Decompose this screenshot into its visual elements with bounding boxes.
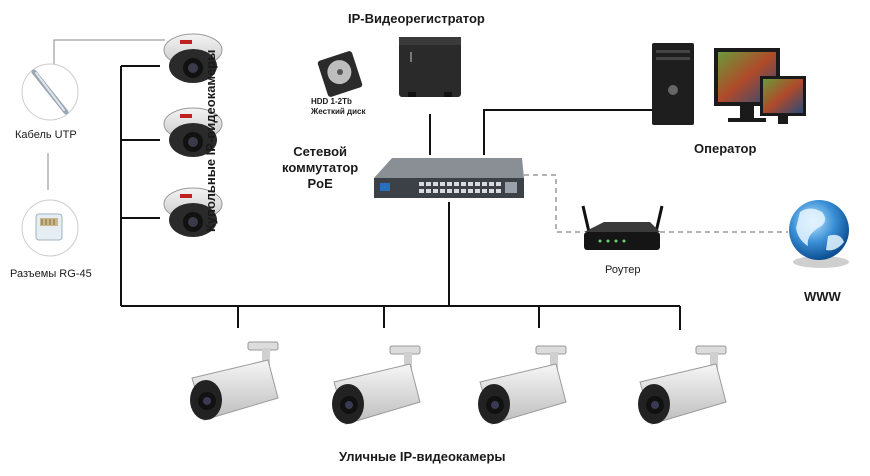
street-cameras-label: Уличные IP-видеокамеры <box>339 449 506 464</box>
www-label: WWW <box>804 289 841 304</box>
connectors-label: Разъемы RG-45 <box>10 268 92 280</box>
legend-lines <box>47 39 165 190</box>
bullet-camera-icon <box>478 345 567 425</box>
dvr-label: IP-Видеорегистратор <box>348 11 485 26</box>
connection-lines <box>120 65 681 330</box>
bullet-camera-icon <box>332 345 421 425</box>
bullet-camera-icon <box>638 345 727 425</box>
rj45-connector-icon <box>21 199 79 257</box>
hard-disk-icon <box>317 51 363 97</box>
dome-camera-icon <box>163 33 223 83</box>
dvr-icon <box>399 37 461 97</box>
operator-workstation-icon <box>652 43 806 125</box>
bullet-camera-icon <box>190 341 279 421</box>
operator-label: Оператор <box>694 141 757 156</box>
dashed-network-lines <box>524 174 788 233</box>
switch-label-line1: Сетевой <box>293 144 348 159</box>
router-icon <box>581 205 664 250</box>
switch-label-line2: коммутатор <box>282 160 359 175</box>
utp-cable-icon <box>21 63 79 121</box>
globe-icon <box>789 200 849 268</box>
poe-switch-icon <box>374 158 524 198</box>
cable-label: Кабель UTP <box>15 129 77 141</box>
dome-cameras-label: Купольные IP-видеокамеры <box>203 49 218 232</box>
switch-label-line3: PoE <box>307 176 333 191</box>
hdd-label-line1: HDD 1-2Tb <box>311 97 352 106</box>
switch-label: Сетевой коммутатор PoE <box>282 144 358 192</box>
hdd-label-line2: Жесткий диск <box>311 107 366 116</box>
dome-camera-icon <box>163 187 223 237</box>
router-label: Роутер <box>605 264 641 276</box>
dome-camera-icon <box>163 107 223 157</box>
